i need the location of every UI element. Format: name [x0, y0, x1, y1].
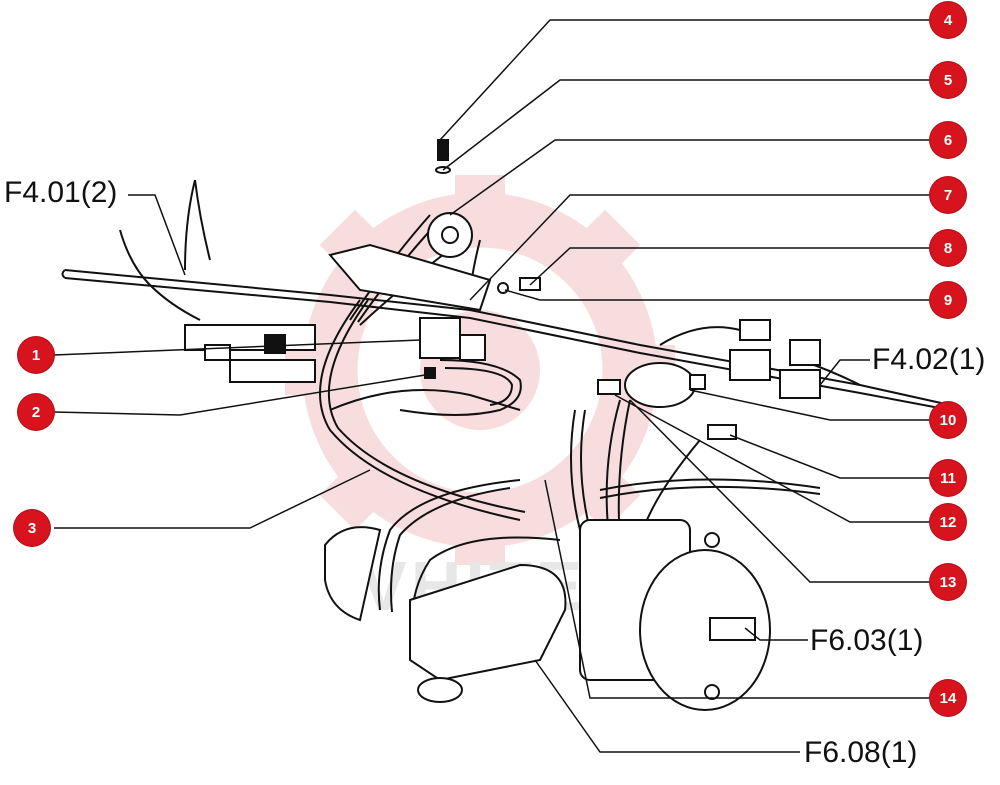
callout-12: 12 [930, 504, 966, 540]
callout-10: 10 [930, 402, 966, 438]
small-bolt [497, 277, 541, 294]
callout-11: 11 [930, 460, 966, 496]
callout-9: 9 [930, 282, 966, 318]
voltage-regulator [324, 526, 567, 703]
callout-7: 7 [930, 177, 966, 213]
callout-2: 2 [18, 394, 54, 430]
reference-f608: F6.08(1) [804, 736, 918, 769]
right-connectors [729, 319, 821, 399]
callout-5: 5 [930, 62, 966, 98]
leader-lines [53, 19, 937, 753]
callout-1: 1 [18, 337, 54, 373]
callout-14: 14 [930, 680, 966, 716]
callout-13: 13 [930, 564, 966, 600]
wiring-harness [61, 179, 951, 631]
callout-6: 6 [930, 122, 966, 158]
oil-pressure-switch [624, 362, 706, 408]
callout-4: 4 [930, 2, 966, 38]
relay [419, 317, 486, 379]
callout-8: 8 [930, 230, 966, 266]
fuse-box-connectors [184, 324, 316, 383]
alternator [579, 519, 771, 711]
reference-f402: F4.02(1) [872, 343, 986, 376]
starter-solenoid [427, 139, 473, 258]
reference-f401: F4.01(2) [4, 176, 118, 209]
callout-3: 3 [14, 510, 50, 546]
mounting-bracket [328, 243, 492, 312]
temperature-sender [597, 379, 737, 440]
reference-f603: F6.03(1) [810, 624, 924, 657]
